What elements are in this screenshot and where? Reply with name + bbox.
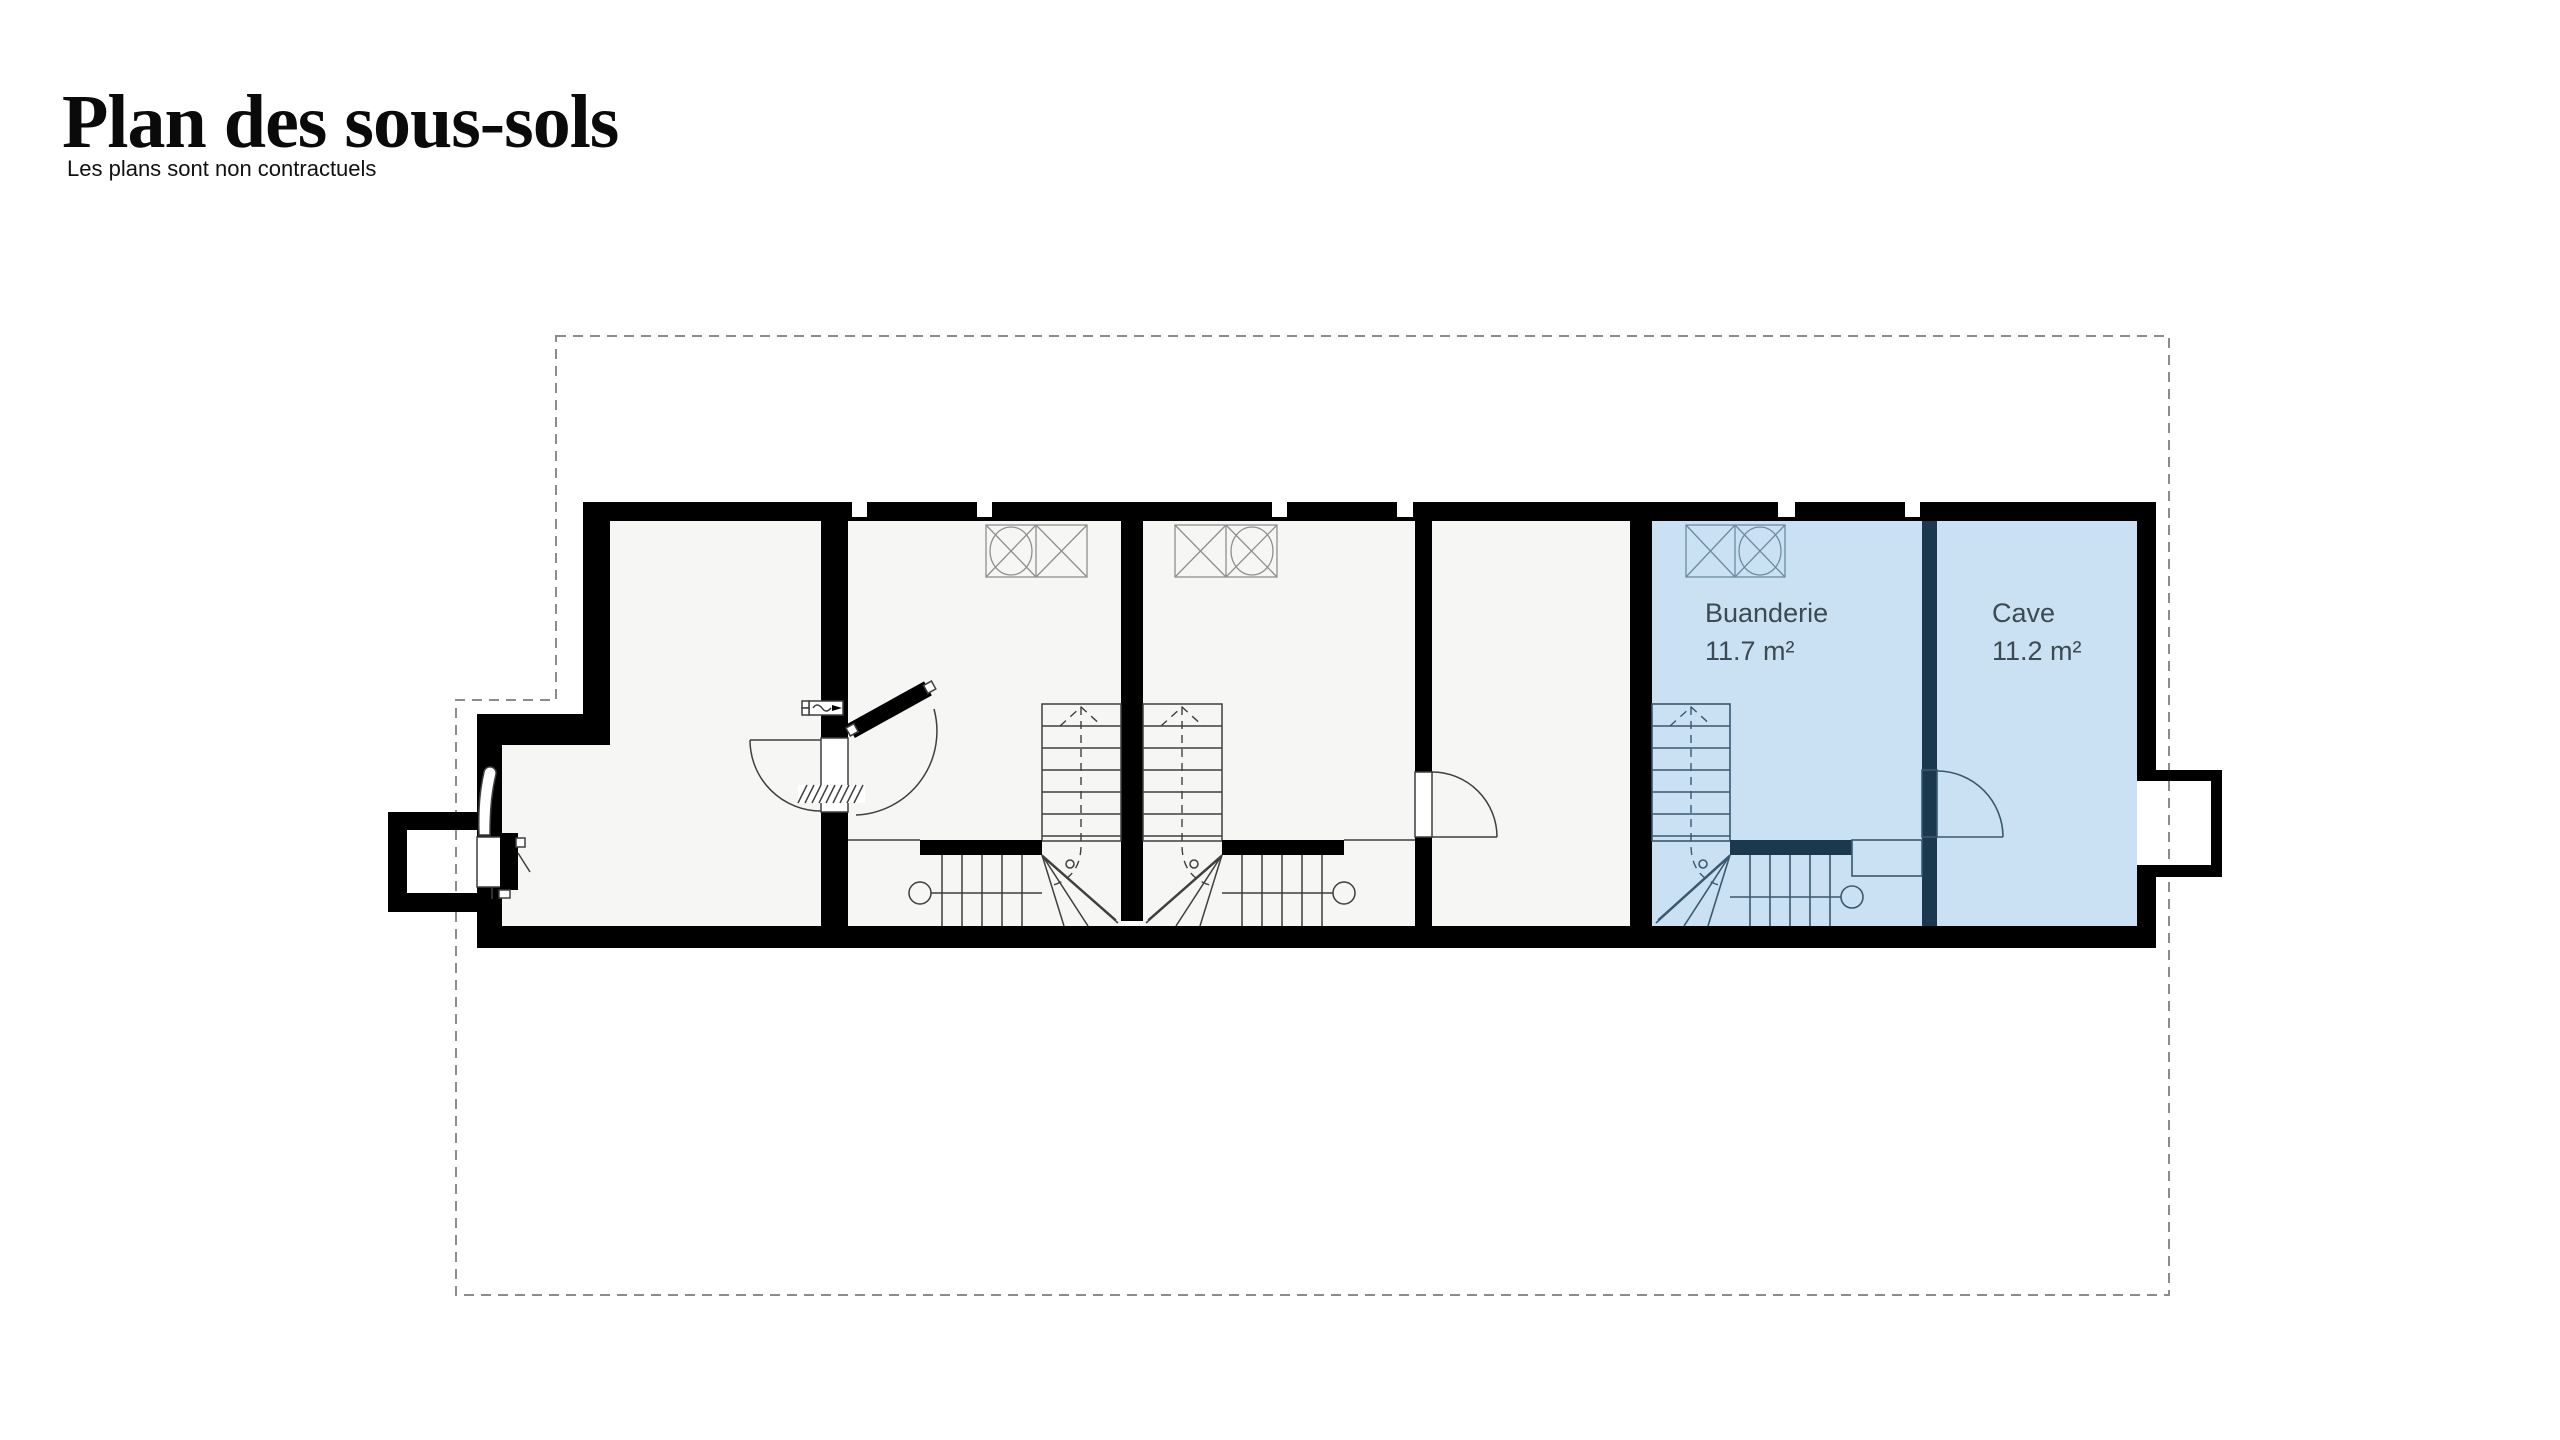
wall-room3-room4 bbox=[1415, 502, 1432, 948]
vent-symbol-room2 bbox=[985, 524, 1088, 578]
room-1-floor bbox=[502, 521, 821, 926]
wall-room2-room3 bbox=[1121, 502, 1143, 921]
boiler-fixture bbox=[476, 833, 531, 899]
door-room4 bbox=[1414, 771, 1498, 838]
cave-name: Cave bbox=[1992, 598, 2055, 628]
wall-buanderie-cave bbox=[1922, 521, 1937, 926]
door-room2-open-leaf bbox=[844, 680, 938, 816]
room-2-floor bbox=[848, 521, 1121, 926]
staircase-room3 bbox=[1142, 703, 1415, 927]
buanderie-name: Buanderie bbox=[1705, 598, 1828, 628]
cave-area: 11.2 m² bbox=[1992, 636, 2082, 666]
room-3-floor bbox=[1143, 521, 1415, 926]
cave-label: Cave 11.2 m² bbox=[1992, 598, 2082, 666]
buanderie-stub-wall bbox=[1730, 840, 1852, 855]
vent-symbol-room3 bbox=[1174, 524, 1278, 578]
buanderie-label: Buanderie 11.7 m² bbox=[1705, 598, 1828, 666]
buanderie-area: 11.7 m² bbox=[1705, 636, 1795, 666]
door-cave bbox=[1921, 769, 2004, 838]
right-wall bbox=[2137, 502, 2156, 948]
room-4-floor bbox=[1432, 521, 1630, 926]
page-title: Plan des sous-sols bbox=[62, 79, 619, 164]
window-notches bbox=[852, 502, 1920, 517]
wall-room4-buanderie bbox=[1630, 502, 1652, 948]
pipe bbox=[478, 766, 497, 836]
staircase-room2 bbox=[848, 703, 1122, 927]
staircase-buanderie bbox=[1651, 703, 1923, 927]
window-notch bbox=[1272, 502, 1287, 517]
buanderie-floor bbox=[1652, 521, 1922, 926]
top-wall bbox=[583, 502, 2156, 521]
right-window-box bbox=[2137, 770, 2222, 877]
left-porch-box bbox=[388, 812, 481, 912]
floor-plan: Buanderie 11.7 m² Cave 11.2 m² bbox=[380, 325, 2240, 1310]
hatched-threshold bbox=[797, 784, 865, 804]
window-notch bbox=[1397, 502, 1413, 517]
bottom-wall bbox=[477, 926, 2156, 948]
left-upper-wall bbox=[583, 502, 610, 745]
window-notch bbox=[977, 502, 992, 517]
cave-floor bbox=[1937, 521, 2137, 926]
wall-room1-room2 bbox=[821, 502, 848, 948]
rooms bbox=[502, 521, 2137, 926]
property-boundary bbox=[455, 335, 2170, 1296]
page-subtitle: Les plans sont non contractuels bbox=[67, 156, 377, 181]
vent-symbol-buanderie bbox=[1685, 524, 1786, 578]
window-notch bbox=[1778, 502, 1795, 517]
airflow-symbol bbox=[801, 700, 844, 716]
window-notch bbox=[852, 502, 867, 517]
window-notch bbox=[1905, 502, 1920, 517]
